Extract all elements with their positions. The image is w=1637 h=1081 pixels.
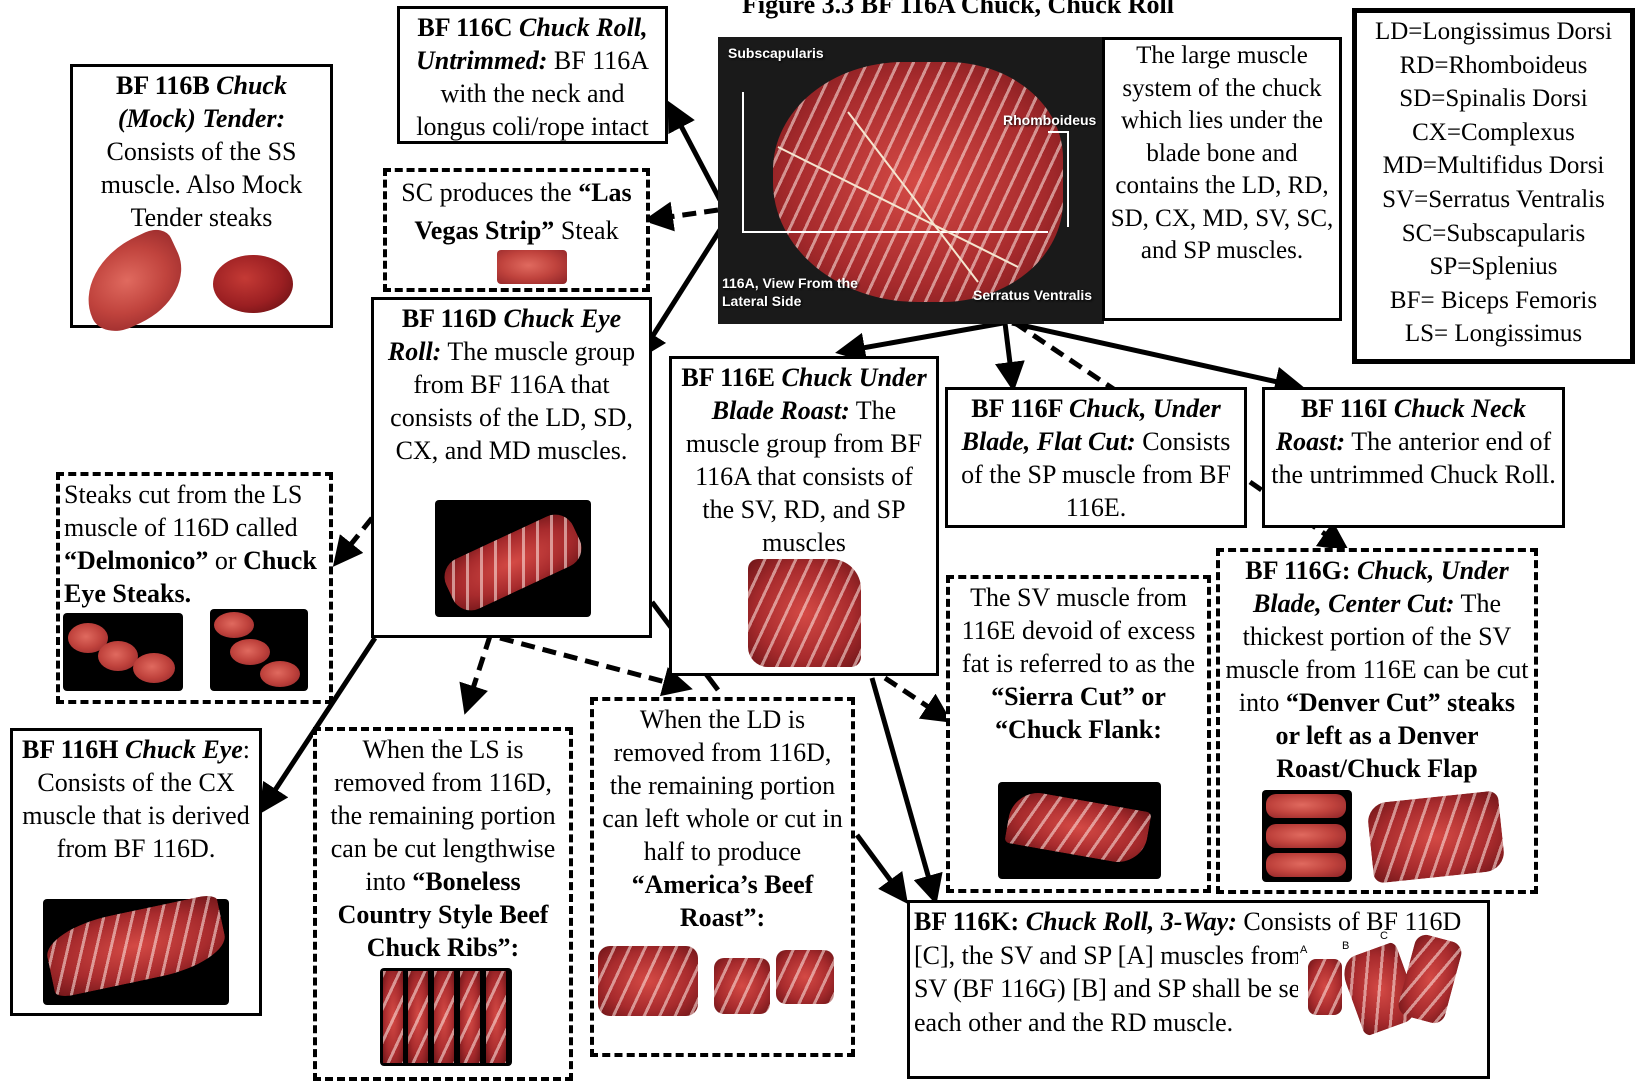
code-116i: BF 116I [1301, 394, 1394, 423]
box-americas-beef-roast: When the LD is removed from 116D, the re… [590, 697, 855, 1057]
chuck-eye-roll-photo [435, 500, 591, 617]
code-116g: BF 116G: [1245, 556, 1357, 585]
denver-roast-photo [1366, 790, 1506, 883]
box-116i: BF 116I Chuck Neck Roast: The anterior e… [1262, 387, 1565, 528]
box-116b: BF 116B Chuck (Mock) Tender: Consists of… [70, 64, 333, 328]
code-116f: BF 116F [971, 394, 1069, 423]
americas-beef-roast-whole-photo [594, 940, 705, 1022]
legend-item: BF= Biceps Femoris [1361, 284, 1626, 318]
chuck-eye-photo [43, 899, 229, 1005]
under-blade-roast-photo [748, 559, 861, 667]
sc-text-a: SC produces the [401, 178, 578, 207]
legend-item: LD=Longissimus Dorsi [1361, 15, 1626, 49]
box-116c: BF 116C Chuck Roll, Untrimmed: BF 116A w… [397, 6, 668, 144]
photo-label-c: C [1380, 931, 1388, 942]
photo-label-b: B [1342, 941, 1349, 952]
box-116k: BF 116K: Chuck Roll, 3-Way: Consists of … [907, 900, 1490, 1079]
legend-item: SP=Splenius [1361, 250, 1626, 284]
main-description-box: The large muscle system of the chuck whi… [1102, 37, 1342, 321]
photo-label-a: A [1300, 945, 1307, 956]
box-116f: BF 116F Chuck, Under Blade, Flat Cut: Co… [945, 387, 1247, 528]
ld-text-a: When the LD is removed from 116D, the re… [602, 705, 842, 866]
mock-tender-photo [69, 224, 198, 341]
arrow-to-116i [1012, 323, 1300, 387]
sierra-cut-photo [998, 782, 1161, 879]
legend-item: CX=Complexus [1361, 116, 1626, 150]
label-serratus: Serratus Ventralis [973, 287, 1092, 303]
delmonico-steaks-photo [63, 613, 183, 691]
abbreviation-legend: LD=Longissimus Dorsi RD=Rhomboideus SD=S… [1352, 8, 1635, 364]
name-116h: Chuck Eye [125, 735, 243, 764]
box-116d: BF 116D Chuck Eye Roll: The muscle group… [371, 297, 652, 638]
code-116b: BF 116B [116, 71, 216, 100]
delmonico-text-b: or [208, 546, 243, 575]
label-view-2: Lateral Side [722, 293, 801, 309]
arrow-ld-to-116k [857, 835, 905, 900]
legend-item: MD=Multifidus Dorsi [1361, 149, 1626, 183]
label-subscapularis: Subscapularis [728, 45, 824, 61]
country-style-ribs-photo [380, 968, 512, 1066]
code-116h: BF 116H [22, 735, 125, 764]
figure-title: Figure 3.3 BF 116A Chuck, Chuck Roll [742, 0, 1174, 20]
code-116d: BF 116D [402, 304, 504, 333]
code-116k: BF 116K: [914, 907, 1026, 936]
americas-beef-roast-halves-photo [712, 948, 837, 1020]
chuck-roll-3-way-photo: A B C [1298, 931, 1460, 1031]
main-description-text: The large muscle system of the chuck whi… [1111, 42, 1334, 264]
legend-item: SV=Serratus Ventralis [1361, 183, 1626, 217]
bold-116g: “Denver Cut” steaks or left as a Denver … [1275, 688, 1515, 783]
sierra-bold: “Sierra Cut” or “Chuck Flank: [991, 682, 1166, 744]
box-116g: BF 116G: Chuck, Under Blade, Center Cut:… [1216, 548, 1538, 894]
arrow-to-sc [648, 210, 718, 220]
box-116h: BF 116H Chuck Eye: Consists of the CX mu… [10, 728, 262, 1016]
arrow-to-116d [640, 222, 725, 356]
arrow-to-116c [670, 105, 720, 200]
denver-steaks-photo [1262, 790, 1352, 882]
box-country-style-ribs: When the LS is removed from 116D, the re… [313, 727, 573, 1081]
arrow-to-ls [466, 636, 490, 710]
box-sc-las-vegas-strip: SC produces the “Las Vegas Strip” Steak [383, 168, 650, 292]
legend-item: SD=Spinalis Dorsi [1361, 82, 1626, 116]
name-116k: Chuck Roll, 3-Way: [1026, 907, 1237, 936]
ld-bold: “America’s Beef Roast”: [632, 870, 814, 932]
code-116c: BF 116C [417, 13, 519, 42]
delmonico-bold-a: “Delmonico” [64, 546, 208, 575]
arrow-to-sierra [885, 678, 948, 720]
box-delmonico: Steaks cut from the LS muscle of 116D ca… [56, 472, 333, 704]
mock-tender-steak-photo [213, 255, 293, 313]
arrow-to-delmonico [336, 518, 372, 563]
legend-item: RD=Rhomboideus [1361, 49, 1626, 83]
arrow-to-116f [1005, 323, 1013, 387]
arrow-to-ld [500, 638, 688, 688]
sierra-text-a: The SV muscle from 116E devoid of excess… [962, 583, 1196, 678]
las-vegas-strip-photo [497, 250, 567, 284]
label-rhomboideus: Rhomboideus [1003, 112, 1096, 128]
main-chuck-roll-photo: Subscapularis Rhomboideus Serratus Ventr… [718, 37, 1104, 324]
sc-text-b: Steak [554, 216, 618, 245]
delmonico-text-a: Steaks cut from the LS muscle of 116D ca… [64, 480, 302, 542]
code-116e: BF 116E [681, 363, 781, 392]
legend-item: LS= Longissimus [1361, 317, 1626, 351]
text-116b: Consists of the SS muscle. Also Mock Ten… [101, 137, 303, 232]
arrow-to-116e [840, 323, 1003, 352]
box-116e: BF 116E Chuck Under Blade Roast: The mus… [669, 356, 939, 676]
legend-item: SC=Subscapularis [1361, 217, 1626, 251]
box-sierra-cut: The SV muscle from 116E devoid of excess… [946, 575, 1211, 893]
chuck-eye-steaks-photo [210, 609, 308, 691]
label-view-1: 116A, View From the [722, 275, 858, 291]
